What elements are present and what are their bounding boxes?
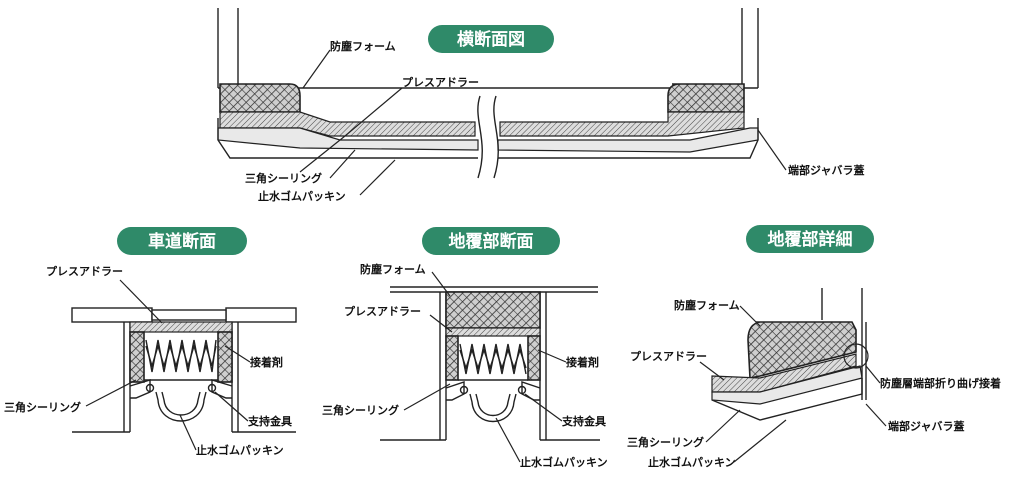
title-cross-section: 横断面図	[428, 25, 554, 53]
label-waterstop-gasket-left: 止水ゴムパッキン	[196, 443, 284, 457]
label-triangle-sealing-right: 三角シーリング	[627, 435, 704, 449]
label-support-bracket-mid: 支持金具	[561, 414, 606, 428]
title-road-section: 車道断面	[117, 227, 247, 255]
ground-cover-section-labels: 防塵フォーム プレスアドラー 接着剤 三角シーリング 支持金具 止水ゴムパッキン	[322, 262, 608, 469]
ground-cover-detail-diagram	[711, 288, 869, 421]
ground-cover-section-diagram	[380, 286, 600, 441]
title-ground-cover-section: 地覆部断面	[422, 227, 560, 255]
label-waterstop-gasket-top: 止水ゴムパッキン	[258, 189, 346, 203]
road-section-diagram	[71, 307, 297, 433]
label-dust-foam-right: 防塵フォーム	[674, 298, 740, 312]
top-labels: 防塵フォーム プレスアドラー 三角シーリング 止水ゴムパッキン 端部ジャバラ蓋	[245, 39, 864, 203]
label-press-adorer-mid: プレスアドラー	[344, 304, 421, 318]
label-support-bracket-left: 支持金具	[247, 414, 292, 428]
label-dust-foam-top: 防塵フォーム	[330, 39, 396, 53]
label-triangle-sealing-mid: 三角シーリング	[322, 403, 399, 417]
label-waterstop-gasket-mid: 止水ゴムパッキン	[520, 455, 608, 469]
label-adhesive-left: 接着剤	[250, 355, 283, 369]
label-triangle-sealing-left: 三角シーリング	[4, 400, 81, 414]
title-road-section-text: 車道断面	[148, 231, 216, 252]
ground-cover-detail-labels: 防塵フォーム プレスアドラー 防塵層端部折り曲げ接着 端部ジャバラ蓋 三角シーリ…	[627, 298, 1001, 469]
title-ground-cover-section-text: 地覆部断面	[449, 231, 534, 252]
label-press-adorer-left: プレスアドラー	[46, 264, 123, 278]
label-end-bellows-cover-right: 端部ジャバラ蓋	[888, 419, 964, 433]
title-cross-section-text: 横断面図	[457, 29, 525, 50]
label-triangle-sealing-top: 三角シーリング	[245, 171, 322, 185]
label-waterstop-gasket-right: 止水ゴムパッキン	[648, 455, 736, 469]
label-dust-layer-fold-bond: 防塵層端部折り曲げ接着	[880, 376, 1001, 390]
label-dust-foam-mid: 防塵フォーム	[360, 262, 426, 276]
label-press-adorer-top: プレスアドラー	[402, 75, 479, 89]
road-section-labels: プレスアドラー 接着剤 三角シーリング 支持金具 止水ゴムパッキン	[4, 264, 292, 457]
cross-section-diagram	[217, 8, 759, 179]
title-ground-cover-detail: 地覆部詳細	[746, 225, 874, 253]
label-end-bellows-cover-top: 端部ジャバラ蓋	[788, 163, 864, 177]
label-adhesive-mid: 接着剤	[566, 355, 599, 369]
label-press-adorer-right: プレスアドラー	[630, 349, 707, 363]
title-ground-cover-detail-text: 地覆部詳細	[768, 229, 853, 250]
